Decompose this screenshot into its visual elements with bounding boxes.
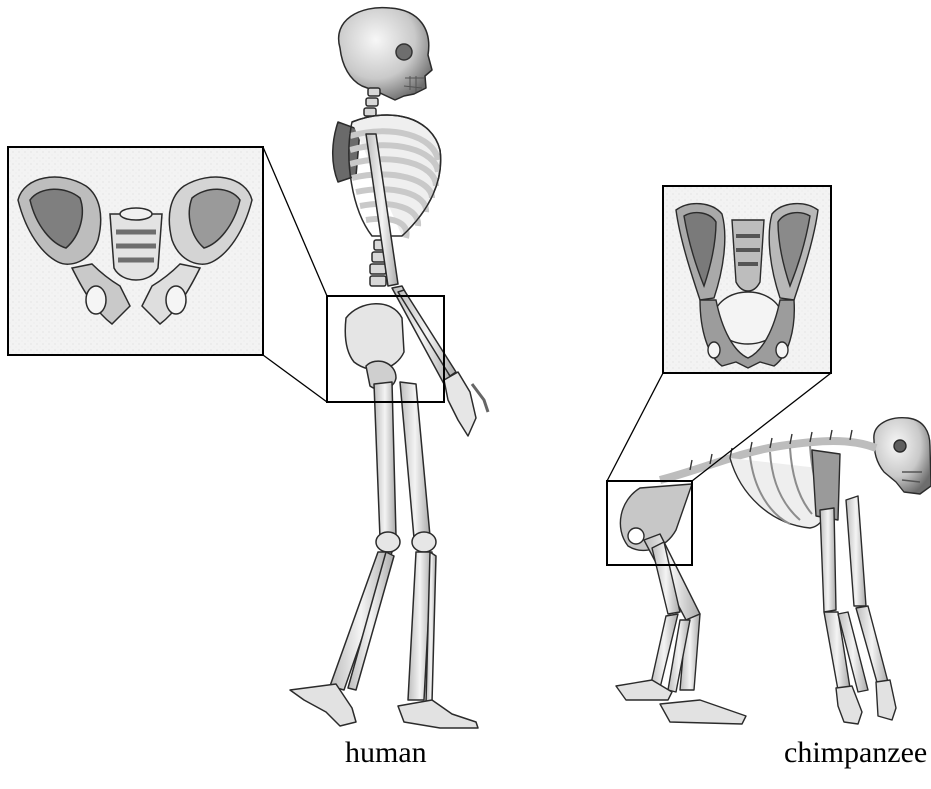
human-feet [290, 684, 478, 728]
human-skull [339, 8, 432, 100]
human-spine [364, 88, 380, 116]
human-pelvis-closeup [8, 147, 263, 355]
callout-line [607, 373, 663, 481]
chimpanzee-caption: chimpanzee [784, 738, 927, 768]
callout-line [263, 355, 327, 402]
human-pelvis [345, 304, 404, 370]
chimpanzee-pelvis-closeup [663, 186, 831, 373]
human-skeleton [290, 8, 488, 728]
human-scapula [333, 122, 360, 182]
human-legs [330, 382, 436, 702]
human-caption: human [345, 738, 427, 768]
chimpanzee-skeleton [616, 418, 931, 724]
human-ribcage [349, 115, 441, 238]
chimpanzee-front-limbs [820, 496, 888, 692]
chimpanzee-skull [874, 418, 931, 494]
callout-line [263, 147, 327, 296]
